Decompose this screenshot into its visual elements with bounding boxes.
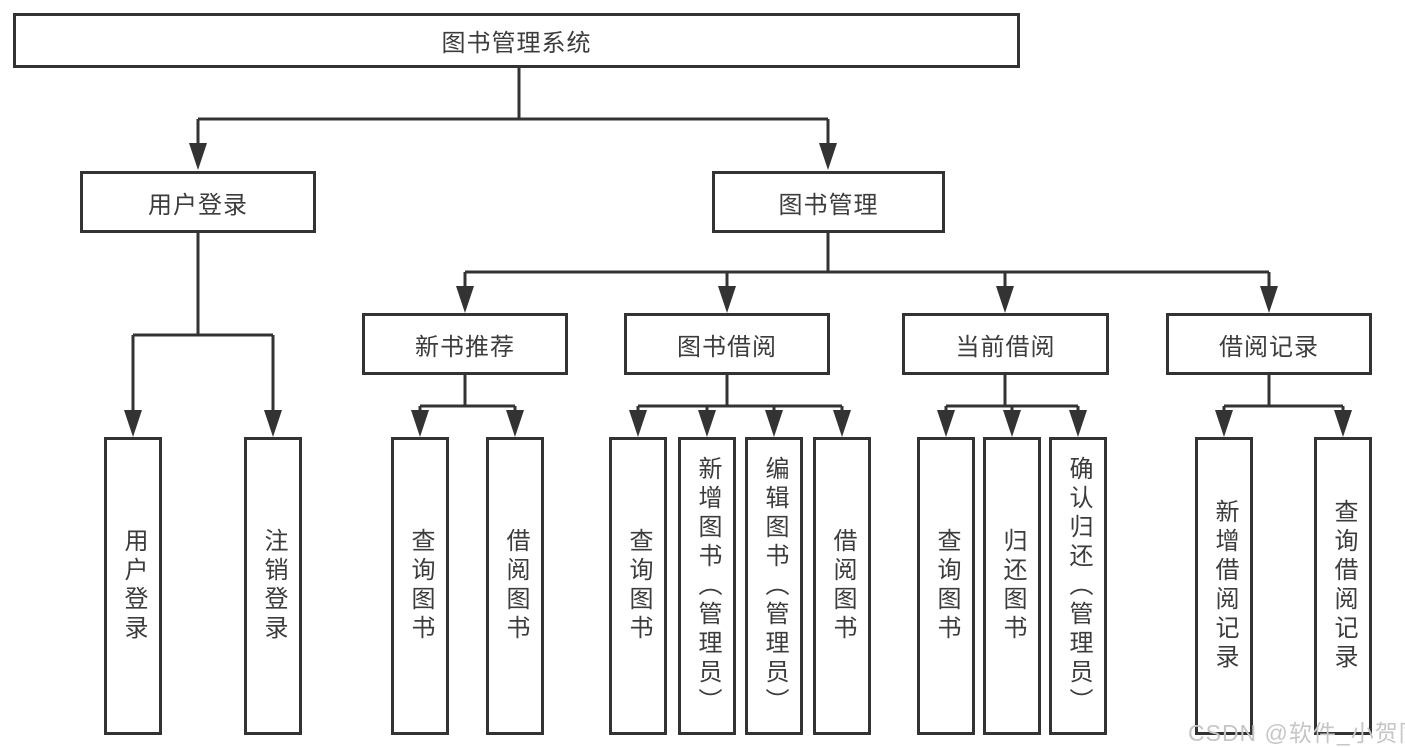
leaf-edit-book-admin: 编辑图书（管理员） [745,437,803,735]
leaf-logout-label: 注销登录 [260,528,287,644]
node-book-management: 图书管理 [712,171,945,233]
node-borrowing-records-label: 借阅记录 [1219,333,1319,361]
leaf-borrow-book-recommendation: 借阅图书 [486,437,544,735]
csdn-watermark: CSDN @软件_小贺同学 [1188,720,1405,746]
leaf-query-book-borrowing: 查询图书 [609,437,667,735]
leaf-confirm-return-admin: 确认归还（管理员） [1049,437,1107,735]
node-current-borrowing-label: 当前借阅 [955,333,1056,361]
node-book-management-label: 图书管理 [778,191,879,219]
leaf-borrow-book-recommendation-label: 借阅图书 [502,528,529,644]
node-user-login-label: 用户登录 [148,191,248,219]
node-new-book-recommendation: 新书推荐 [362,313,568,375]
leaf-borrow-book-label: 借阅图书 [829,528,856,644]
leaf-edit-book-admin-label: 编辑图书（管理员） [761,455,788,717]
leaf-query-book-borrowing-label: 查询图书 [625,528,652,644]
leaf-query-borrow-record: 查询借阅记录 [1314,437,1372,735]
leaf-query-book-recommendation: 查询图书 [391,437,449,735]
node-current-borrowing: 当前借阅 [902,313,1109,375]
node-book-borrowing-label: 图书借阅 [677,333,777,361]
leaf-query-book-current-label: 查询图书 [933,528,960,644]
node-root-label: 图书管理系统 [441,30,592,57]
leaf-logout: 注销登录 [244,437,302,735]
node-book-borrowing: 图书借阅 [624,313,830,375]
leaf-return-book-label: 归还图书 [999,528,1026,644]
leaf-query-book-current: 查询图书 [917,437,975,735]
node-root: 图书管理系统 [13,13,1020,68]
leaf-user-login: 用户登录 [104,437,162,735]
leaf-add-borrow-record: 新增借阅记录 [1195,437,1253,735]
leaf-confirm-return-admin-label: 确认归还（管理员） [1065,455,1092,717]
node-new-book-recommendation-label: 新书推荐 [415,333,515,361]
leaf-user-login-label: 用户登录 [120,528,147,644]
node-borrowing-records: 借阅记录 [1166,313,1372,375]
leaf-return-book: 归还图书 [983,437,1041,735]
node-user-login: 用户登录 [80,171,316,233]
leaf-add-book-admin-label: 新增图书（管理员） [694,455,721,717]
leaf-borrow-book: 借阅图书 [813,437,871,735]
leaf-add-book-admin: 新增图书（管理员） [678,437,736,735]
leaf-query-book-recommendation-label: 查询图书 [407,528,434,644]
leaf-add-borrow-record-label: 新增借阅记录 [1211,499,1238,673]
leaf-query-borrow-record-label: 查询借阅记录 [1330,499,1357,673]
